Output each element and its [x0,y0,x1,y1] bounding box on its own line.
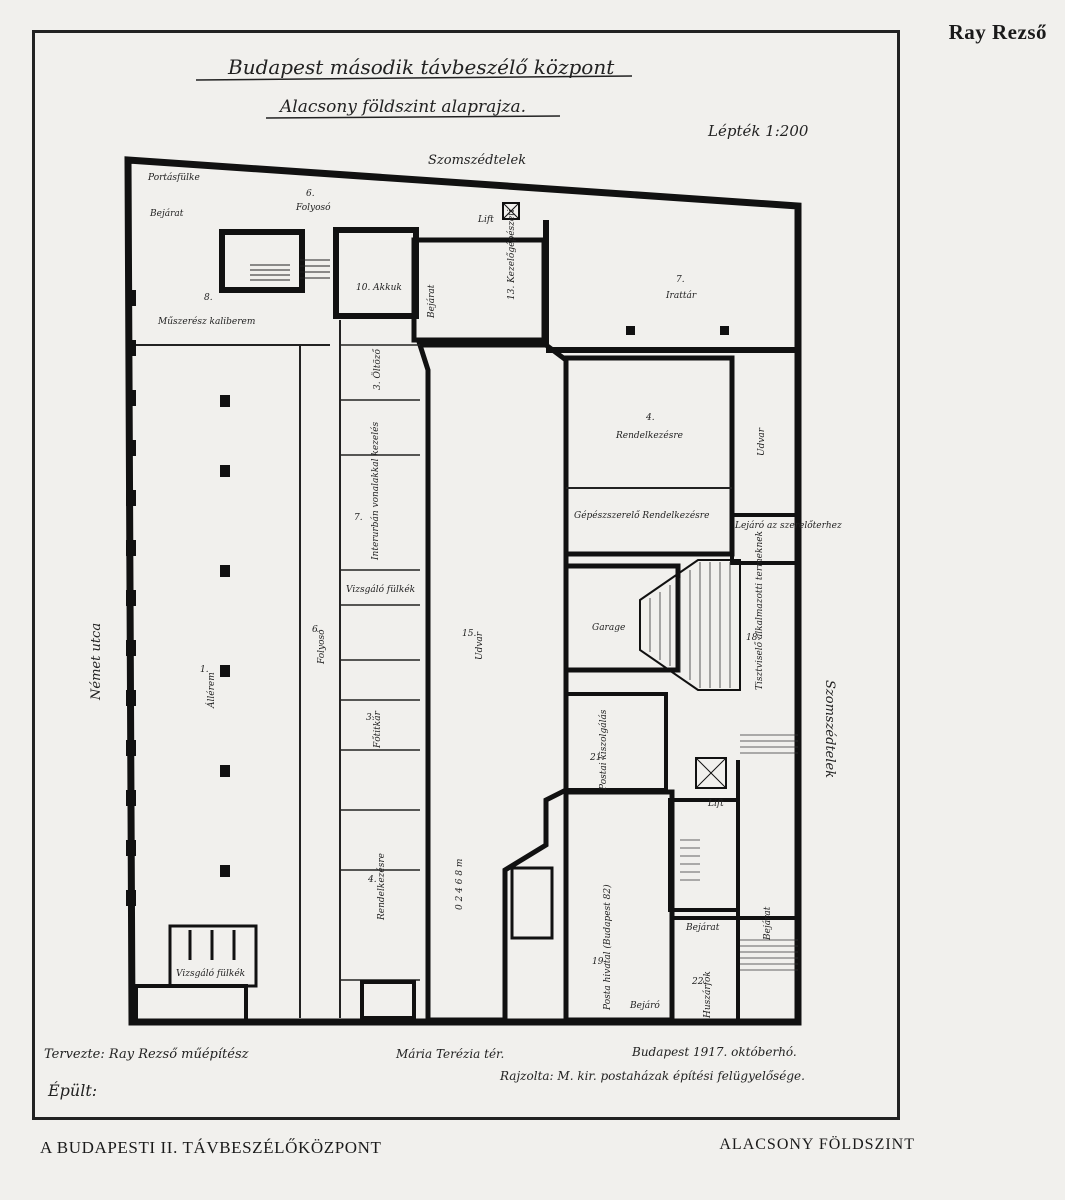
stair-room-top [219,229,305,293]
footer-place: Mária Terézia tér. [395,1047,504,1061]
title-underline [195,75,633,81]
label-hall: Állérem [205,672,217,709]
store-room-walls [730,513,800,565]
room-10-walls [333,227,419,319]
lift-shaft-lower [695,757,727,789]
label-viz: Vizsgáló fülkék [346,584,415,595]
label-room8-num: 8. [204,293,213,303]
label-room21: Postai kiszolgálás [598,709,609,791]
footer-built: Épült: [47,1080,97,1100]
scale-bar-label: 0 2 4 6 8 m [455,859,465,910]
stair-treads-top [250,259,330,281]
label-corridor-left: Folyosó [316,629,327,665]
footer-drawn-by: Rajzolta: M. kir. postaházak építési fel… [499,1069,805,1083]
outer-wall [124,156,802,1026]
caption-right: ALACSONY FÖLDSZINT [719,1136,915,1153]
label-room18-num: 18. [746,633,760,643]
street-top: Szomszédtelek [428,153,526,168]
label-porter: Portásfülke [147,172,200,183]
drawing-title: Budapest második távbeszélő központ [227,55,615,79]
stair-lower-treads [680,734,798,971]
facade-piers [126,290,136,906]
room-19-walls [563,789,675,1023]
subtitle-underline [265,115,561,119]
label-room10: 10. Akkuk [356,283,402,293]
label-booths: Vizsgáló fülkék [176,968,245,979]
label-room6: Gépészszerelő Rendelkezésre [574,510,709,521]
stair-lower [668,798,740,912]
label-corridor-top: Folyosó [295,202,331,213]
ramp-treads [649,562,731,688]
label-lift: Lift [477,215,494,225]
label-room7-num: 7. [354,513,363,523]
archive-columns [626,326,729,335]
hall-columns [220,395,230,877]
label-room22-num: 22. [691,977,706,987]
label-hall-num: 1. [200,665,209,675]
label-entrance-top: Bejárat [149,208,184,219]
drawing-subtitle: Alacsony földszint alaprajza. [278,97,526,117]
label-room13: 13. Kezelőgépészeti [506,209,517,300]
label-room22: Huszárfok [702,971,713,1019]
label-corridor-left-num: 6. [312,625,321,635]
scale-label: Lépték 1:200 [707,122,809,140]
footer-date: Budapest 1917. októberhó. [631,1045,797,1059]
label-entry3: Bejárat [685,922,720,933]
label-garage: Garage [592,623,625,633]
label-room19: Posta hivatal (Budapest 82) [602,884,613,1011]
label-archive: Irattár [665,290,697,301]
label-room4-num: 4. [645,413,655,423]
label-room3b: Főtitkár [372,710,383,749]
street-right: Szomszédtelek [822,680,837,778]
room-4-walls [563,355,735,557]
street-left: Német utca [89,623,104,701]
label-courtyard-num: 15. [462,629,476,639]
toilets [510,866,554,940]
label-room3b-num: 3. [366,713,375,723]
bottom-stair-room [134,984,248,1024]
label-room3: 3. Öltöző [371,349,383,390]
label-archive-num: 7. [676,275,685,285]
label-room4b-num: 4. [367,875,377,885]
footer-designer: Tervezte: Ray Rezső műépítész [44,1047,249,1062]
label-corridor-num: 6. [306,189,315,199]
label-room7: Interurbán vonalakkal kezelés [370,422,381,561]
garage-walls [563,563,681,673]
label-store: Lejáró az szerelőterhez [734,520,842,531]
courtyard-outline [416,342,569,1023]
small-room-dividers [340,344,420,981]
booth-dividers [188,930,236,960]
author-name: Ray Rezső [948,20,1047,44]
label-room21-num: 21. [589,753,604,763]
label-room8: Műszerész kaliberem [157,316,255,327]
label-entry-bottom: Bejáró [629,1000,660,1011]
lift-shaft-top [502,202,520,220]
bottom-corridor-stair [360,980,416,1020]
room-21-walls [564,692,668,792]
label-entry2: Bejárat [426,284,437,319]
label-room4b: Rendelkezésre [376,853,387,921]
label-courtyard-right: Udvar [757,427,767,456]
label-lift2: Lift [707,799,724,809]
label-room19-num: 19. [592,957,606,967]
ramp-stairs [639,559,741,691]
drawing-frame [32,30,900,1120]
caption-left: A BUDAPESTI II. TÁVBESZÉLŐKÖZPONT [40,1138,382,1157]
label-room4: Rendelkezésre [615,430,683,441]
label-courtyard: Udvar [475,631,485,660]
label-room5: Bejárat [762,906,773,941]
label-room18: Tisztviselő alkalmazotti termeknek [754,531,765,690]
